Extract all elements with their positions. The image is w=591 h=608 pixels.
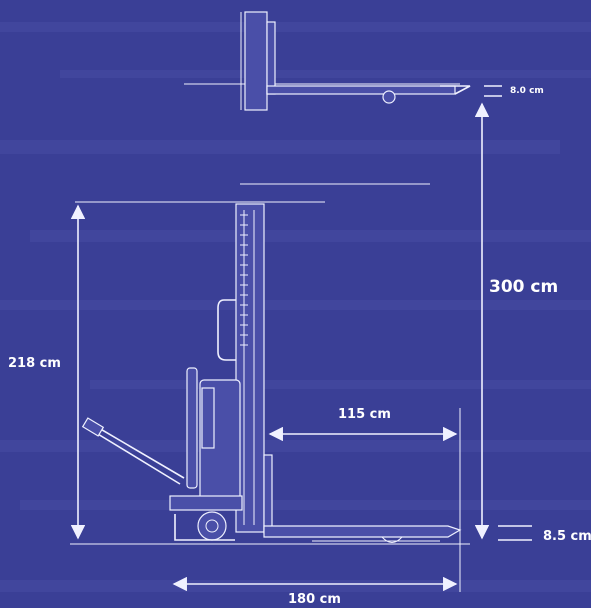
chassis-base — [169, 495, 243, 511]
tiller-grip — [81, 417, 105, 437]
height-dimension-218 — [70, 204, 90, 545]
fork-thickness-bottom-marks — [498, 525, 532, 541]
label-fork-thickness-bottom: 8.5 cm — [543, 529, 591, 544]
label-max-lift-height: 300 cm — [489, 277, 558, 297]
raised-fork — [266, 85, 456, 95]
raised-wheel — [382, 90, 396, 104]
tiller-arm — [87, 427, 181, 485]
lowered-fork — [263, 525, 462, 538]
label-fork-length: 115 cm — [338, 407, 391, 422]
mast-chain — [240, 214, 248, 346]
raised-carriage — [244, 11, 268, 111]
raised-mast-view — [184, 11, 502, 111]
mast — [235, 203, 265, 533]
steering-column — [186, 367, 198, 489]
label-lowered-height: 218 cm — [8, 356, 61, 371]
fork-length-dimension — [268, 408, 461, 592]
stacker-side-view — [70, 183, 470, 545]
label-overall-length: 180 cm — [288, 592, 341, 607]
drive-wheel — [197, 511, 227, 541]
fork-carriage — [263, 454, 273, 534]
label-fork-thickness-top: 8.0 cm — [510, 86, 544, 96]
